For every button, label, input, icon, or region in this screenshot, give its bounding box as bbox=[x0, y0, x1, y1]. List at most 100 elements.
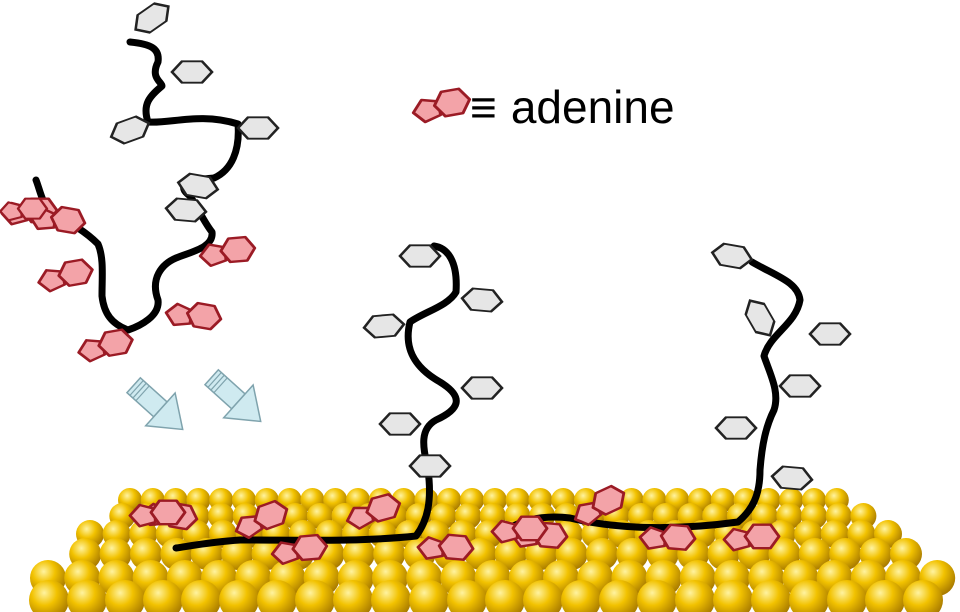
adenine-base bbox=[164, 301, 223, 331]
adenine-base bbox=[638, 523, 697, 551]
gold-atom bbox=[333, 580, 373, 612]
adenine-hexagon bbox=[432, 87, 472, 118]
gold-atom bbox=[371, 580, 411, 612]
gold-atom bbox=[675, 580, 715, 612]
arrow-left bbox=[125, 376, 184, 431]
gold-atom bbox=[827, 580, 867, 612]
adenine-pentagon bbox=[0, 201, 23, 222]
base-hexagon bbox=[398, 244, 442, 268]
base-hexagon bbox=[744, 299, 776, 337]
gold-atom bbox=[181, 580, 221, 612]
base-hexagon bbox=[770, 465, 814, 491]
adenine-hexagon bbox=[149, 499, 187, 526]
adenine-hexagon bbox=[591, 484, 626, 516]
base-hexagon bbox=[236, 116, 280, 140]
adenine-hexagon bbox=[97, 328, 134, 357]
adenine-base bbox=[0, 197, 49, 222]
base-hexagon-shape bbox=[714, 416, 758, 440]
base-hexagon-shape bbox=[808, 322, 852, 346]
gold-atom bbox=[67, 580, 107, 612]
adenine-base bbox=[37, 258, 94, 293]
gold-atom bbox=[523, 580, 563, 612]
base-hexagon-shape bbox=[408, 454, 452, 478]
base-hexagon bbox=[460, 376, 504, 400]
adenine-base bbox=[198, 235, 257, 267]
gold-atom bbox=[295, 580, 335, 612]
base-hexagon bbox=[808, 322, 852, 346]
base-hexagon bbox=[714, 416, 758, 440]
adenine-hexagon bbox=[253, 499, 289, 531]
gold-atom bbox=[713, 580, 753, 612]
adenine-base bbox=[573, 484, 626, 527]
gold-atom bbox=[257, 580, 297, 612]
gold-atom bbox=[485, 580, 525, 612]
base-hexagon bbox=[460, 287, 504, 313]
adenine-hexagon bbox=[511, 515, 549, 542]
adenine-base bbox=[722, 523, 781, 552]
base-hexagon bbox=[710, 242, 754, 270]
legend-label: adenine bbox=[510, 81, 675, 133]
legend: ≡adenine bbox=[470, 84, 675, 130]
gold-atom bbox=[409, 580, 449, 612]
adenine-hexagon bbox=[16, 197, 49, 220]
base-hexagon-shape bbox=[170, 60, 214, 84]
adenine-base bbox=[77, 328, 134, 363]
base-hexagon-shape bbox=[398, 244, 442, 268]
adenine-ring-icon bbox=[411, 87, 472, 124]
base-hexagon bbox=[109, 115, 151, 145]
base-hexagon-shape bbox=[778, 374, 822, 398]
base-hexagon bbox=[362, 313, 406, 339]
adenine-base bbox=[411, 87, 472, 124]
base-hexagon-shape bbox=[770, 465, 814, 491]
adenine-base bbox=[416, 533, 475, 561]
base-hexagon bbox=[778, 374, 822, 398]
base-hexagon-shape bbox=[236, 116, 280, 140]
adenine-hexagon bbox=[291, 533, 329, 562]
base-hexagon-shape bbox=[460, 287, 504, 313]
gold-atom bbox=[751, 580, 791, 612]
adsorption-arrows bbox=[125, 368, 262, 431]
adenine-base bbox=[345, 493, 402, 530]
gold-atom bbox=[865, 580, 905, 612]
adenine-hexagon bbox=[49, 205, 87, 235]
adenine-hexagon bbox=[57, 258, 94, 287]
base-hexagon bbox=[176, 172, 220, 200]
arrow-right bbox=[203, 368, 262, 423]
gold-atom bbox=[447, 580, 487, 612]
equivalence-symbol: ≡ bbox=[470, 81, 497, 133]
free-chain-backbone bbox=[32, 38, 242, 334]
gold-atom bbox=[561, 580, 601, 612]
adenine-hexagon bbox=[185, 301, 223, 331]
nucleobases bbox=[0, 2, 852, 565]
base-hexagon-shape bbox=[164, 197, 208, 223]
gold-atom bbox=[789, 580, 829, 612]
adenine-hexagon bbox=[365, 493, 402, 523]
gold-atom bbox=[29, 580, 69, 612]
adenine-base bbox=[490, 515, 549, 544]
base-hexagon-shape bbox=[710, 242, 754, 270]
adenine-base bbox=[234, 499, 289, 539]
adsorbed-chain-1-backbone bbox=[172, 242, 460, 552]
base-hexagon-shape bbox=[460, 376, 504, 400]
adenine-hexagon bbox=[219, 235, 257, 264]
gold-atom bbox=[105, 580, 145, 612]
adenine-base bbox=[270, 533, 329, 565]
base-hexagon-shape bbox=[378, 412, 422, 436]
base-hexagon bbox=[408, 454, 452, 478]
gold-atom bbox=[143, 580, 183, 612]
gold-atom bbox=[903, 580, 943, 612]
base-hexagon-shape bbox=[109, 115, 151, 145]
adenine-base bbox=[128, 499, 187, 528]
adenine-hexagon bbox=[743, 523, 781, 550]
gold-atom bbox=[637, 580, 677, 612]
base-hexagon-shape bbox=[362, 313, 406, 339]
adenine-hexagon bbox=[437, 533, 475, 561]
base-hexagon-shape bbox=[134, 2, 170, 34]
gold-atom bbox=[599, 580, 639, 612]
gold-atom bbox=[219, 580, 259, 612]
base-hexagon bbox=[164, 197, 208, 223]
adenine-hexagon bbox=[659, 523, 697, 551]
base-hexagon bbox=[378, 412, 422, 436]
base-hexagon bbox=[170, 60, 214, 84]
